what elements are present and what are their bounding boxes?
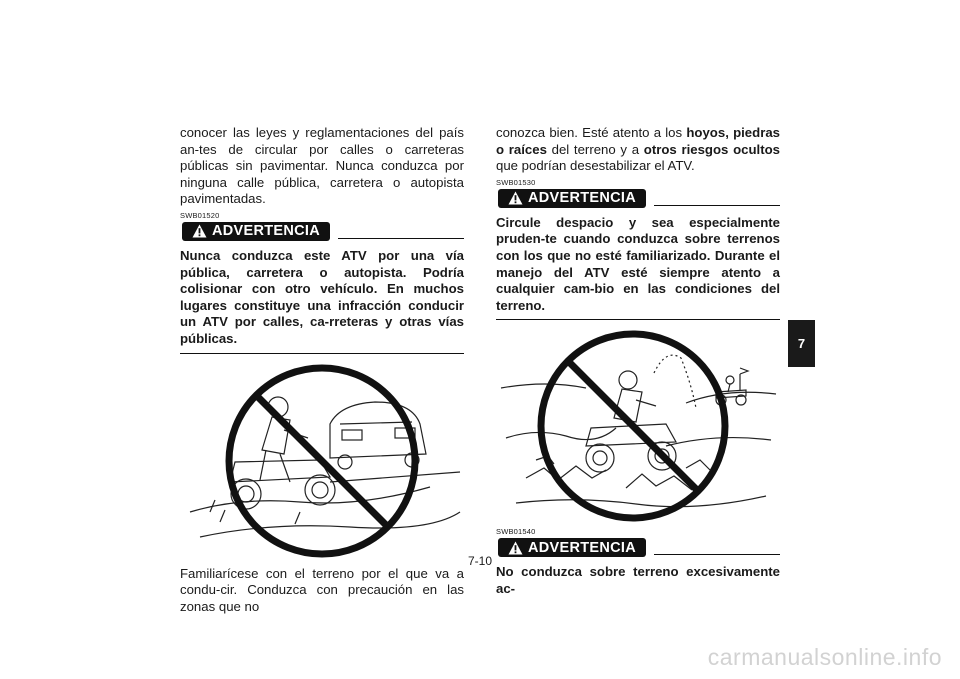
no-atv-on-rough-terrain-illustration: [500, 330, 777, 522]
emphasis-run: hoyos, piedras o raíces: [496, 125, 780, 157]
warning-code: SWB01530: [496, 177, 536, 187]
warning-badge: ADVERTENCIA: [498, 188, 646, 208]
warning-end-rule: [180, 352, 464, 354]
warning-label: ADVERTENCIA: [527, 539, 637, 556]
warning-header: ADVERTENCIA: [496, 188, 780, 208]
warning-triangle-icon: [508, 191, 523, 205]
text-run: del terreno y a: [546, 141, 644, 157]
warning-badge: ADVERTENCIA: [182, 221, 330, 241]
warning-text: No conduzca sobre terreno excesivamente …: [496, 564, 780, 596]
warning-rule: [338, 237, 464, 239]
warning-header: ADVERTENCIA: [180, 221, 464, 241]
intro-paragraph-right: conozca bien. Esté atento a los hoyos, p…: [496, 125, 780, 175]
right-column: conozca bien. Esté atento a los hoyos, p…: [496, 125, 780, 598]
warning-code: SWB01540: [496, 527, 536, 537]
text-run: conozca bien. Esté atento a los: [496, 125, 687, 140]
intro-paragraph-left: conocer las leyes y reglamentaciones del…: [180, 125, 464, 207]
chapter-tab: 7: [788, 320, 815, 367]
warning-triangle-icon: [508, 541, 523, 555]
warning-triangle-icon: [192, 224, 207, 238]
page-number: 7-10: [467, 554, 493, 568]
warning-end-rule: [496, 319, 780, 321]
warning-rule: [654, 204, 780, 206]
warning-text: Nunca conduzca este ATV por una vía públ…: [180, 247, 464, 346]
warning-code: SWB01520: [180, 210, 220, 220]
text-run: que podrían desestabilizar el ATV.: [496, 158, 695, 174]
warning-text: Circule despacio y sea especialmente pru…: [496, 214, 780, 313]
warning-rule: [654, 554, 780, 556]
left-column: conocer las leyes y reglamentaciones del…: [180, 125, 464, 615]
warning-label: ADVERTENCIA: [527, 190, 637, 207]
warning-header: ADVERTENCIA: [496, 538, 780, 558]
watermark: carmanualsonline.info: [707, 644, 942, 670]
familiarize-paragraph: Familiarícese con el terreno por el que …: [180, 565, 464, 614]
emphasis-run: otros riesgos ocultos: [643, 141, 780, 157]
warning-label: ADVERTENCIA: [211, 223, 321, 240]
warning-badge: ADVERTENCIA: [498, 538, 646, 558]
no-atv-on-public-road-illustration: [189, 364, 461, 558]
